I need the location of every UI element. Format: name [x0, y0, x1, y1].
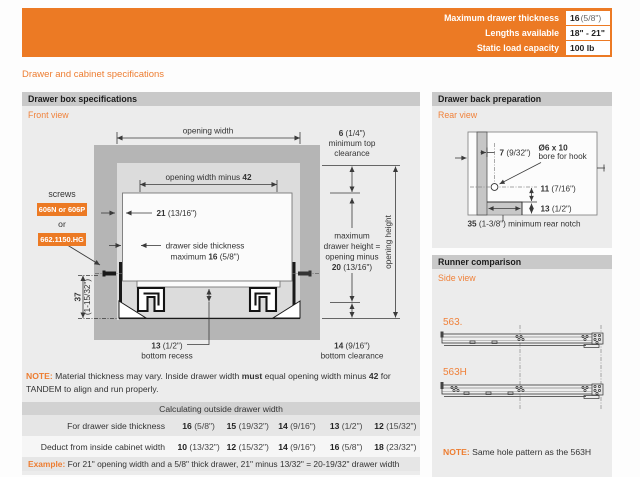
svg-text:maximum 16 (5/8"): maximum 16 (5/8") — [171, 253, 240, 262]
spec-banner: Maximum drawer thickness 16 (5/8") Lengt… — [22, 8, 612, 57]
svg-text:21 (13/16"): 21 (13/16") — [157, 209, 198, 218]
svg-text:11 (7/16"): 11 (7/16") — [541, 185, 576, 194]
svg-text:opening minus: opening minus — [325, 253, 378, 262]
or-label: or — [58, 219, 66, 229]
runner-563-drawing — [440, 331, 604, 348]
spec-row-load: Static load capacity 100 lb — [396, 41, 610, 56]
spec-row-lengths: Lengths available 18" - 21" — [396, 25, 610, 40]
material-note: NOTE: Material thickness may vary. Insid… — [26, 371, 391, 394]
runner-note-label: NOTE: — [443, 447, 470, 457]
drawer-back-header: Drawer back preparation — [432, 92, 612, 106]
svg-text:35 (1-3/8") minimum rear notch: 35 (1-3/8") minimum rear notch — [467, 220, 580, 229]
table-row: Deduct from inside cabinet width 10 (13/… — [22, 436, 420, 457]
spec-value: 18" - 21" — [566, 25, 610, 40]
runner-profiles — [63, 242, 319, 320]
calc-table: Calculating outside drawer width For dra… — [22, 402, 420, 457]
svg-text:13 (1/2"): 13 (1/2") — [151, 342, 182, 351]
tandem-hook-right — [248, 270, 319, 313]
page-title: Drawer and cabinet specifications — [22, 69, 165, 80]
spec-row-thickness: Maximum drawer thickness 16 (5/8") — [396, 10, 610, 25]
svg-text:drawer side thickness: drawer side thickness — [166, 242, 245, 251]
drawer-box-header: Drawer box specifications — [22, 92, 420, 106]
rear-view-label: Rear view — [438, 110, 478, 120]
svg-text:14 (9/16"): 14 (9/16") — [334, 342, 370, 351]
runner-comparison-panel: Runner comparison Side view — [432, 255, 612, 477]
rear-dimension-labels: 7 (9/32") Ø6 x 10 bore for hook 11 (7/16… — [467, 144, 587, 229]
spec-label: Maximum drawer thickness — [444, 12, 559, 23]
runner-563h-label: 563H — [443, 367, 467, 378]
spec-value: 100 lb — [566, 41, 610, 56]
svg-text:bore for hook: bore for hook — [539, 152, 588, 161]
svg-text:maximum: maximum — [334, 232, 370, 241]
screw-part-badge-2: 662.1150.HG — [38, 233, 86, 246]
spec-label: Lengths available — [485, 27, 559, 38]
svg-text:minimum top: minimum top — [329, 139, 376, 148]
runner-563-label: 563. — [443, 317, 463, 328]
runner-note: NOTE: Same hole pattern as the 563H — [443, 447, 592, 457]
svg-text:(1-15/32"): (1-15/32") — [83, 279, 92, 315]
screw-callout: screws 606N or 606P or 662.1150.HG — [33, 189, 91, 247]
svg-text:clearance: clearance — [334, 149, 370, 158]
example-line: Example: For 21" opening width and a 5/8… — [22, 457, 420, 471]
runner-comparison-header: Runner comparison — [432, 255, 612, 269]
screws-label: screws — [48, 189, 76, 199]
svg-text:bottom clearance: bottom clearance — [321, 352, 384, 361]
front-view-diagram: opening width opening width minus 42 21 … — [63, 127, 400, 361]
svg-text:bottom recess: bottom recess — [141, 352, 192, 361]
runner-comparison-diagram — [440, 325, 604, 410]
example-label: Example: — [28, 459, 66, 469]
svg-text:opening width minus 42: opening width minus 42 — [165, 173, 251, 182]
svg-text:opening height: opening height — [384, 214, 393, 268]
drawer-back-drawing — [467, 131, 598, 216]
calc-table-title: Calculating outside drawer width — [22, 402, 420, 415]
mounting-screw — [95, 270, 122, 277]
svg-text:Ø6 x 10: Ø6 x 10 — [539, 144, 569, 153]
tandem-hook-left — [136, 286, 166, 313]
front-view-label: Front view — [28, 110, 69, 120]
rear-dimensions — [455, 147, 605, 221]
spec-value: 16 (5/8") — [566, 10, 610, 25]
runner-563h-drawing — [440, 382, 604, 399]
side-view-label: Side view — [438, 273, 476, 283]
spec-table: Maximum drawer thickness 16 (5/8") Lengt… — [396, 10, 610, 57]
spec-label: Static load capacity — [476, 43, 559, 54]
svg-text:20 (13/16"): 20 (13/16") — [332, 263, 373, 272]
drawer-box — [122, 192, 293, 288]
svg-text:13 (1/2"): 13 (1/2") — [541, 205, 572, 214]
screw-part-badge: 606N or 606P — [36, 203, 88, 216]
front-dimension-labels: opening width opening width minus 42 21 … — [74, 127, 394, 361]
svg-text:opening width: opening width — [183, 127, 234, 136]
svg-text:7 (9/32"): 7 (9/32") — [500, 149, 531, 158]
rear-view-diagram: 7 (9/32") Ø6 x 10 bore for hook 11 (7/16… — [455, 131, 605, 229]
front-dimensions — [78, 132, 400, 345]
svg-text:drawer height =: drawer height = — [324, 242, 381, 251]
note-label: NOTE: — [26, 371, 53, 381]
svg-text:37: 37 — [74, 292, 83, 302]
table-row: For drawer side thickness 16 (5/8") 15 (… — [22, 415, 420, 436]
svg-text:6 (1/4"): 6 (1/4") — [339, 129, 366, 138]
